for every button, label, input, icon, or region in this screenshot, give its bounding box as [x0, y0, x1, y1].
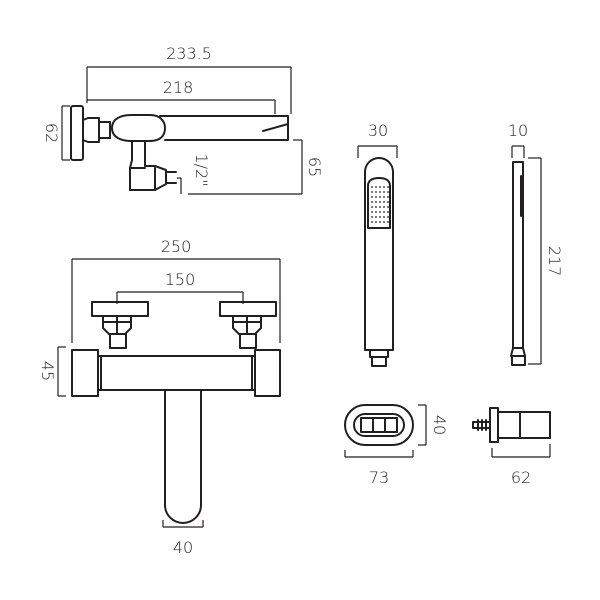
dim-handset-width: 30 — [357, 121, 398, 158]
bracket-inner — [353, 413, 405, 437]
stem-left — [109, 333, 127, 349]
dim-label-half-inch: 1/2" — [192, 153, 211, 186]
mixer-body-front — [97, 355, 256, 391]
dim-label-62: 62 — [42, 123, 61, 143]
spout-top — [159, 115, 289, 141]
stem-right — [239, 333, 257, 349]
handle-right — [254, 349, 281, 397]
bracket-side-view: 62 — [472, 407, 551, 487]
dim-label-217: 217 — [545, 246, 564, 277]
dim-label-233-5: 233.5 — [166, 44, 212, 63]
handset-spray-face — [367, 177, 391, 229]
handset-side-view: 10 217 — [508, 121, 564, 366]
dim-top-backplate: 62 — [42, 105, 70, 161]
dim-top-spout: 218 — [87, 78, 276, 114]
wallplate-right — [219, 301, 277, 317]
handle-left — [71, 349, 99, 397]
spout-tip-line — [262, 123, 289, 132]
dim-front-width: 250 — [71, 237, 281, 343]
handset-connector — [369, 349, 389, 358]
dim-label-40-bracket: 40 — [430, 415, 449, 435]
dim-label-45: 45 — [38, 361, 57, 381]
dim-label-30: 30 — [368, 121, 388, 140]
top-view: 233.5 218 62 65 1/2" — [42, 44, 324, 195]
dim-top-overall: 233.5 — [86, 44, 292, 114]
connector-nut — [82, 117, 100, 143]
dim-label-62-bracket: 62 — [511, 468, 531, 487]
handset-side-body — [512, 161, 524, 349]
bracket-outer — [344, 404, 414, 446]
handset-nut — [371, 356, 387, 367]
dim-label-73: 73 — [369, 468, 389, 487]
dim-front-centres: 150 — [116, 270, 244, 304]
dim-label-10: 10 — [508, 121, 528, 140]
wallplate-left — [91, 301, 149, 317]
dim-front-spout: 40 — [162, 520, 204, 557]
dim-bracket-height: 40 — [418, 404, 449, 446]
mixer-body-top — [111, 114, 166, 142]
spray-nozzles — [371, 186, 389, 223]
dim-label-250: 250 — [161, 237, 192, 256]
spout-front — [164, 389, 202, 524]
dim-handset-length: 217 — [528, 157, 564, 365]
dim-handset-depth: 10 — [508, 121, 528, 158]
handset-front-view: 30 — [357, 121, 398, 367]
bracket-front-view: 73 40 — [344, 404, 449, 487]
front-view: 250 150 45 40 — [38, 237, 281, 557]
dim-bracket-projection: 62 — [491, 444, 551, 487]
connector-stem — [98, 121, 111, 139]
dim-label-218: 218 — [163, 78, 194, 97]
dim-bracket-width: 73 — [344, 450, 414, 487]
dim-label-150: 150 — [165, 270, 196, 289]
dim-top-connection: 1/2" — [177, 153, 211, 194]
bracket-clip — [360, 417, 398, 433]
backplate-side — [70, 105, 84, 161]
handset-side-nut — [511, 355, 526, 366]
elbow-connector — [129, 140, 167, 191]
dim-top-drop: 65 — [188, 139, 324, 195]
dim-front-height: 45 — [38, 346, 66, 397]
dim-label-65: 65 — [305, 157, 324, 177]
bracket-side-plate — [489, 407, 499, 443]
dim-label-40-spout: 40 — [173, 538, 193, 557]
bracket-side-arm — [497, 411, 551, 439]
handset-side-connector — [510, 347, 526, 357]
handset-body — [364, 157, 394, 351]
